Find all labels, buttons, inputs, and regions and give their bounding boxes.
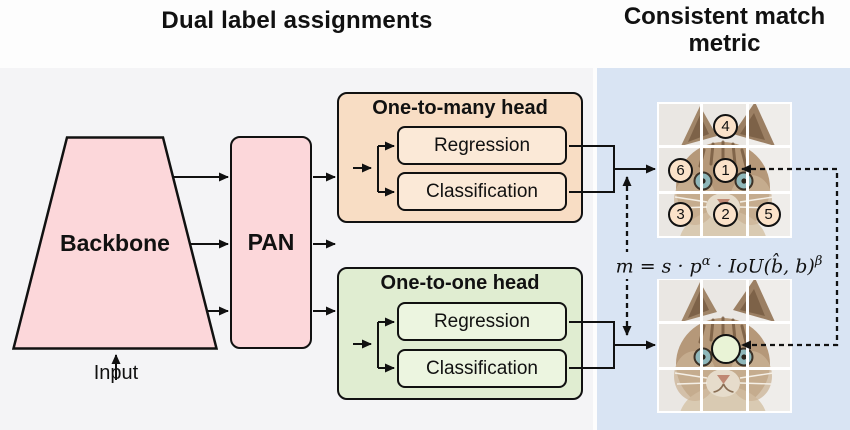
input-label: Input — [93, 362, 139, 384]
one-to-one-assignment-grid — [657, 278, 792, 413]
backbone-block: Backbone — [12, 136, 218, 350]
one-to-one-regression-box: Regression — [397, 302, 567, 341]
match-metric-formula: m = s · pα · IoU(b̂, b)β — [602, 252, 836, 280]
anchor-circle-2: 2 — [713, 202, 738, 227]
grid-line — [659, 321, 790, 324]
pan-label: PAN — [247, 229, 295, 255]
one-to-many-classification-box: Classification — [397, 172, 567, 211]
one-to-many-assignment-grid: 4 6 1 3 2 5 — [657, 102, 792, 238]
one-to-one-head-panel: One-to-one head Regression Classificatio… — [337, 267, 583, 400]
grid-line — [659, 367, 790, 370]
grid-line — [746, 104, 749, 236]
anchor-circle-5: 5 — [756, 202, 781, 227]
one-to-many-head-panel: One-to-many head Regression Classificati… — [337, 92, 583, 223]
anchor-circle-3: 3 — [668, 202, 693, 227]
backbone-label: Backbone — [60, 229, 170, 256]
formula-pre: m = s · p — [615, 255, 702, 278]
grid-line — [700, 104, 703, 236]
grid-line — [746, 280, 749, 411]
selected-anchor-circle — [711, 334, 741, 364]
anchor-circle-6: 6 — [668, 158, 693, 183]
backbone-trapezoid-shape — [12, 136, 218, 350]
one-to-many-regression-box: Regression — [397, 126, 567, 165]
grid-line — [700, 280, 703, 411]
anchor-circle-1: 1 — [713, 158, 738, 183]
one-to-one-head-title: One-to-one head — [380, 272, 540, 294]
formula-beta: β — [814, 254, 823, 269]
left-section-title: Dual label assignments — [161, 7, 433, 34]
one-to-one-classification-box: Classification — [397, 349, 567, 388]
formula-alpha: α — [701, 254, 711, 269]
formula-mid: · IoU(b̂, b) — [710, 255, 815, 278]
one-to-many-head-title: One-to-many head — [372, 97, 548, 119]
pan-block: PAN — [230, 136, 312, 349]
right-section-title: Consistent match metric — [623, 3, 826, 57]
grid-line — [659, 191, 790, 194]
grid-line — [659, 145, 790, 148]
anchor-circle-4: 4 — [713, 114, 738, 139]
